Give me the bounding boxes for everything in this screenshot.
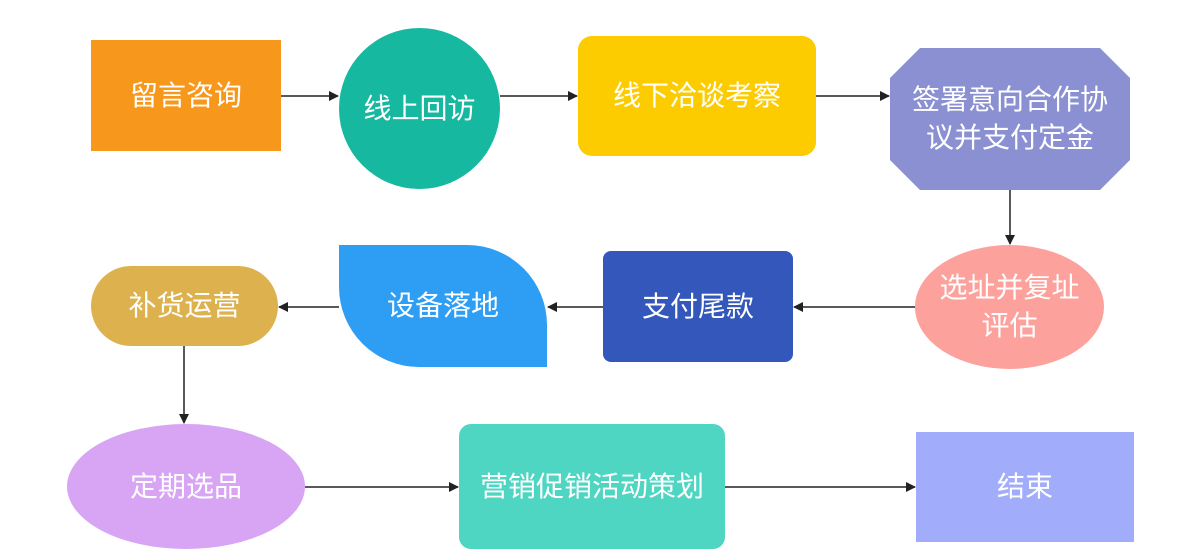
node-label: 支付尾款 xyxy=(641,289,754,323)
node-label: 结束 xyxy=(996,470,1053,503)
node-restock-operation[interactable]: 补货运营 xyxy=(91,266,278,346)
node-final-payment[interactable]: 支付尾款 xyxy=(603,251,793,362)
node-label: 补货运营 xyxy=(128,289,241,322)
node-label: 留言咨询 xyxy=(129,78,242,112)
node-message-consult[interactable]: 留言咨询 xyxy=(91,40,281,151)
node-label: 设备落地 xyxy=(386,289,499,322)
node-online-followup[interactable]: 线上回访 xyxy=(339,28,500,189)
node-offline-negotiation[interactable]: 线下洽谈考察 xyxy=(578,36,816,156)
node-end[interactable]: 结束 xyxy=(916,432,1134,542)
node-label-line2: 议并支付定金 xyxy=(925,121,1094,154)
node-label-line2: 评估 xyxy=(981,309,1038,342)
node-label: 定期选品 xyxy=(129,469,242,503)
node-label-line1: 选址并复址 xyxy=(939,271,1080,304)
node-site-evaluation[interactable]: 选址并复址 评估 xyxy=(915,245,1104,369)
node-periodic-selection[interactable]: 定期选品 xyxy=(67,424,305,549)
node-sign-agreement[interactable]: 签署意向合作协 议并支付定金 xyxy=(890,48,1130,190)
node-label-group: 签署意向合作协 议并支付定金 xyxy=(912,81,1108,157)
node-equipment-install[interactable]: 设备落地 xyxy=(339,245,547,367)
node-label-line1: 签署意向合作协 xyxy=(911,83,1108,116)
node-marketing-planning[interactable]: 营销促销活动策划 xyxy=(459,424,725,549)
node-label-group: 选址并复址 评估 xyxy=(939,269,1079,345)
node-label: 营销促销活动策划 xyxy=(479,469,704,503)
node-label: 线下洽谈考察 xyxy=(612,79,781,112)
node-label: 线上回访 xyxy=(363,91,476,125)
